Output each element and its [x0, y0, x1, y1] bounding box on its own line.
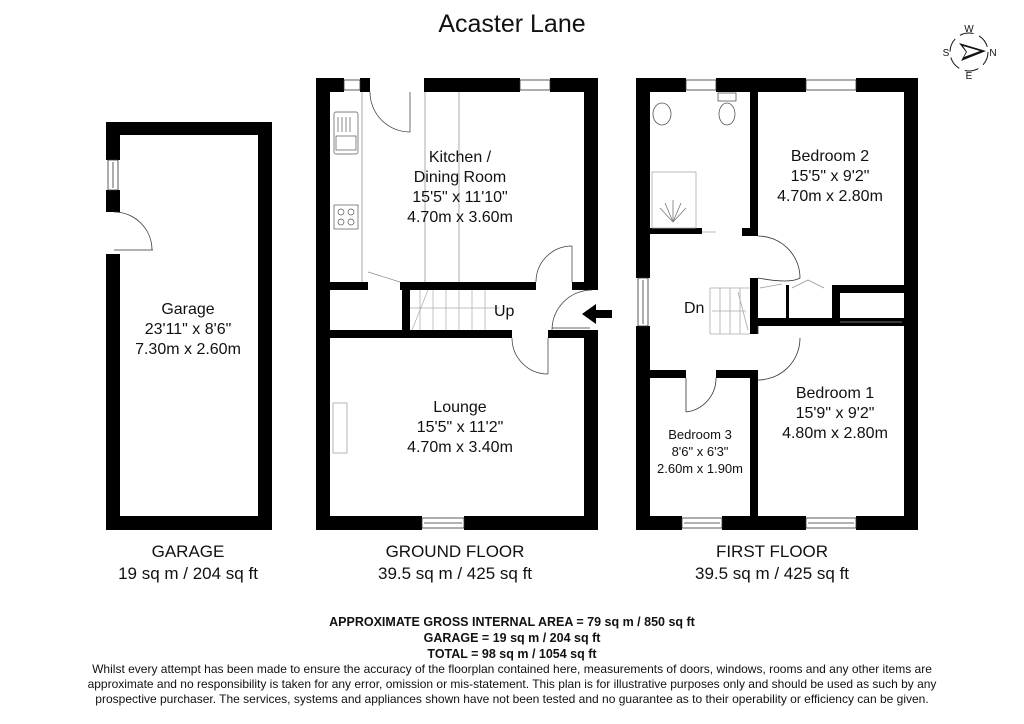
ground-fixtures: [332, 91, 593, 454]
garage-walls: [106, 122, 272, 530]
svg-text:E: E: [966, 71, 973, 82]
caption-first-floor: FIRST FLOOR 39.5 sq m / 425 sq ft: [662, 541, 882, 585]
room-garage: Garage 23'11" x 8'6" 7.30m x 2.60m: [118, 300, 258, 360]
room-dimensions-metric: 7.30m x 2.60m: [135, 341, 241, 358]
area-summary: APPROXIMATE GROSS INTERNAL AREA = 79 sq …: [0, 614, 1024, 662]
stairs-up-label: Up: [494, 303, 515, 320]
ground-windows: [343, 79, 551, 529]
first-windows: [637, 79, 857, 529]
room-dimensions-metric: 4.70m x 2.80m: [777, 188, 883, 205]
gross-internal-area: APPROXIMATE GROSS INTERNAL AREA = 79 sq …: [329, 615, 695, 629]
room-dimensions-imperial: 15'5" x 11'10": [412, 189, 508, 206]
svg-text:N: N: [989, 48, 996, 59]
room-dimensions-metric: 4.70m x 3.60m: [407, 209, 513, 226]
compass-west: W: [964, 24, 974, 35]
shower-icon: [659, 200, 687, 223]
basin-icon: [652, 102, 672, 126]
room-dimensions-imperial: 15'5" x 11'2": [416, 419, 504, 436]
room-lounge: Lounge 15'5" x 11'2" 4.70m x 3.40m: [380, 398, 540, 458]
room-dimensions-metric: 4.70m x 3.40m: [407, 439, 513, 456]
first-floor-walls: [636, 78, 918, 530]
room-name: Bedroom 2: [790, 148, 870, 165]
room-name-line2: Dining Room: [413, 169, 507, 186]
staircase-down: [709, 287, 750, 335]
garage-window: [107, 159, 119, 191]
garage-area: GARAGE = 19 sq m / 204 sq ft: [423, 631, 601, 645]
toilet-icon: [718, 102, 736, 126]
room-name: Garage: [161, 301, 215, 318]
room-kitchen-dining: Kitchen / Dining Room 15'5" x 11'10" 4.7…: [380, 148, 540, 228]
garage-door: [113, 211, 153, 251]
entrance-arrow-icon: [582, 304, 612, 324]
disclaimer-text: Whilst every attempt has been made to en…: [87, 662, 937, 706]
room-name: Lounge: [433, 399, 487, 416]
floor-area: 39.5 sq m / 425 sq ft: [694, 564, 850, 583]
floor-name: FIRST FLOOR: [715, 542, 829, 561]
caption-ground-floor: GROUND FLOOR 39.5 sq m / 425 sq ft: [345, 541, 565, 585]
room-name: Bedroom 1: [795, 385, 875, 402]
room-dimensions-imperial: 15'9" x 9'2": [795, 405, 875, 422]
compass-icon: W N S E: [943, 24, 997, 82]
stairs-down-label: Dn: [684, 300, 705, 317]
room-bedroom-1: Bedroom 1 15'9" x 9'2" 4.80m x 2.80m: [760, 384, 910, 444]
room-bedroom-2: Bedroom 2 15'5" x 9'2" 4.70m x 2.80m: [760, 147, 900, 207]
first-fixtures: [651, 92, 902, 413]
room-name: Bedroom 3: [668, 427, 732, 442]
room-dimensions-metric: 4.80m x 2.80m: [782, 425, 888, 442]
room-name: Kitchen /: [428, 149, 492, 166]
floor-name: GARAGE: [151, 542, 225, 561]
room-dimensions-imperial: 8'6" x 6'3": [671, 444, 729, 459]
svg-text:S: S: [943, 48, 950, 59]
plan-title: Acaster Lane: [438, 10, 586, 38]
room-dimensions-imperial: 23'11" x 8'6": [144, 321, 232, 338]
floor-area: 19 sq m / 204 sq ft: [118, 564, 258, 583]
room-bedroom-3: Bedroom 3 8'6" x 6'3" 2.60m x 1.90m: [652, 426, 748, 477]
staircase-up: [410, 289, 500, 331]
room-dimensions-imperial: 15'5" x 9'2": [790, 168, 870, 185]
caption-garage: GARAGE 19 sq m / 204 sq ft: [88, 541, 288, 585]
floor-area: 39.5 sq m / 425 sq ft: [377, 564, 533, 583]
floor-name: GROUND FLOOR: [385, 542, 525, 561]
room-dimensions-metric: 2.60m x 1.90m: [657, 461, 743, 476]
total-area: TOTAL = 98 sq m / 1054 sq ft: [427, 647, 597, 661]
ground-floor-walls: [316, 78, 598, 530]
